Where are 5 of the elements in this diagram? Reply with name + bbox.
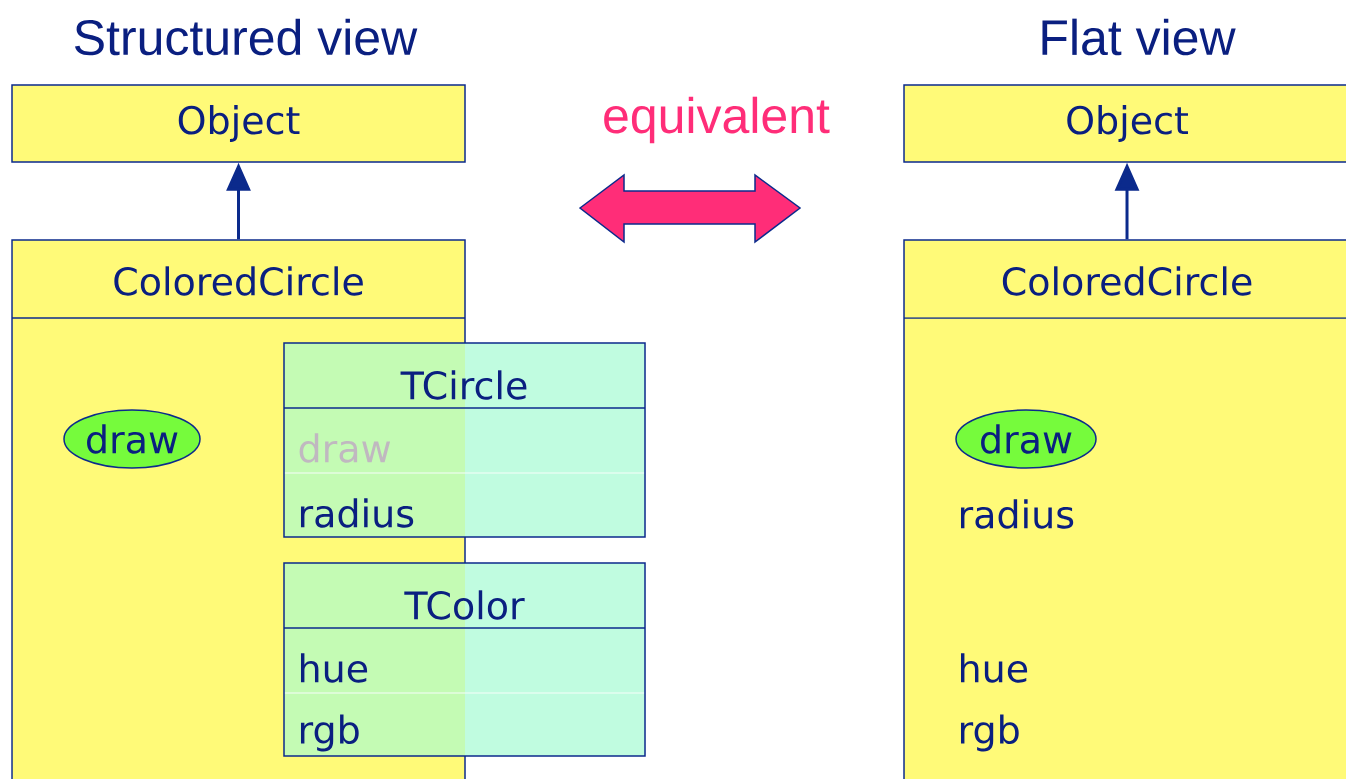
- class-box: TCircle draw radius: [283, 342, 646, 538]
- class-box: Object: [903, 84, 1346, 163]
- class-box: TColor hue rgb: [283, 562, 646, 757]
- relation-label: equivalent: [604, 96, 830, 144]
- class-box: Object: [11, 84, 466, 163]
